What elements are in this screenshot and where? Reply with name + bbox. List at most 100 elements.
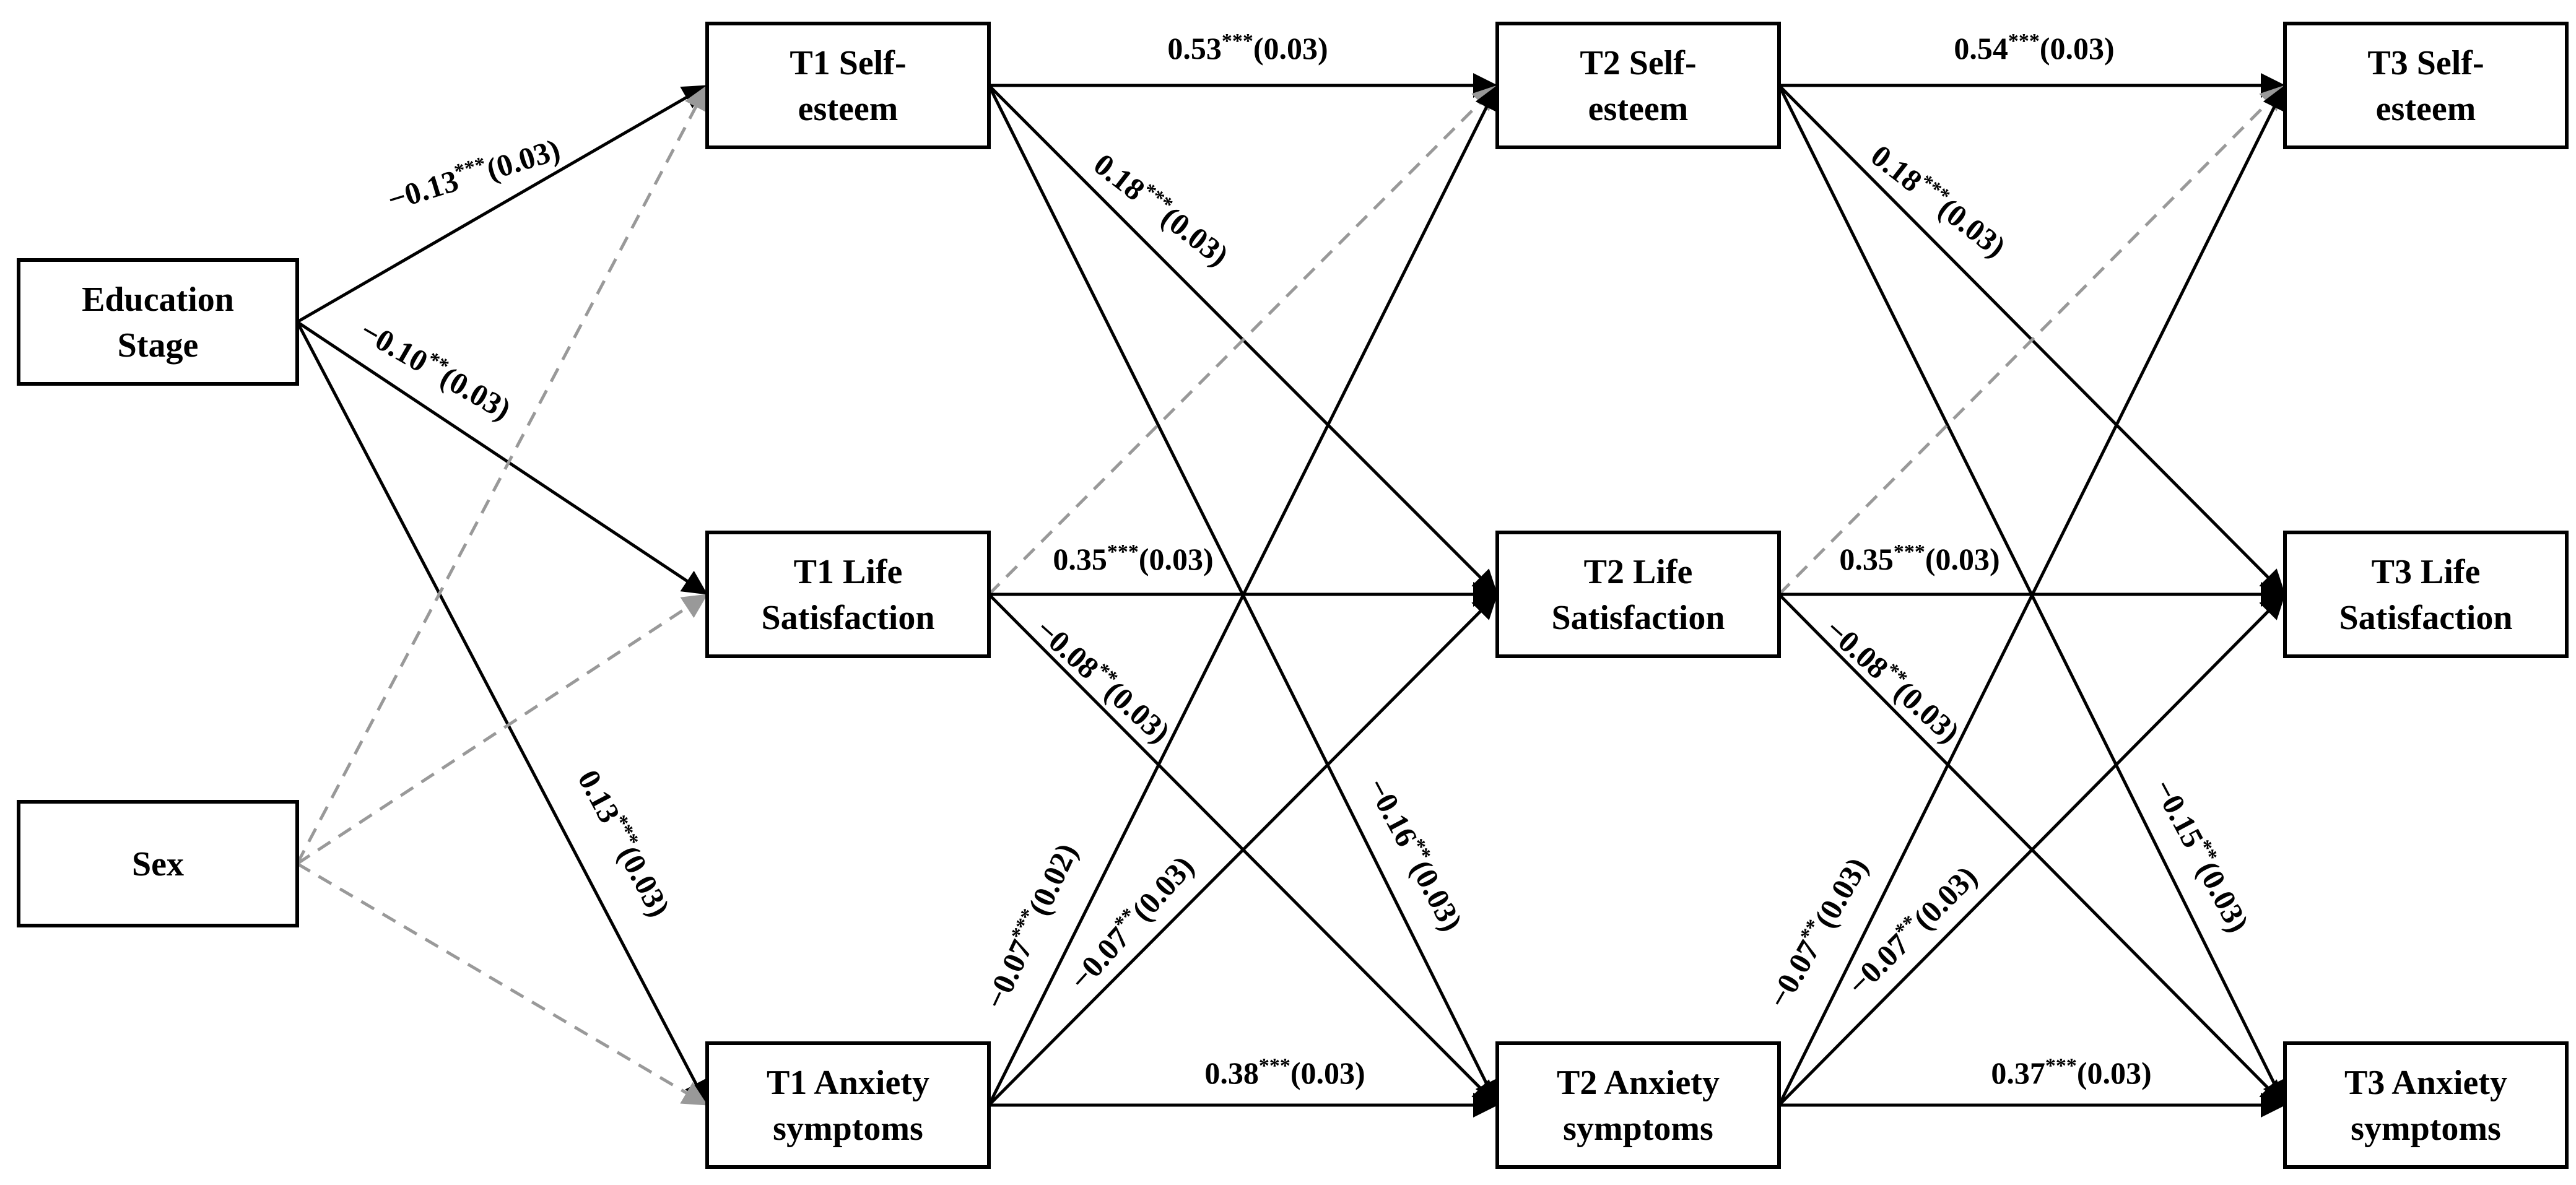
edge-sex-t1se [295, 85, 708, 865]
edge-significance: *** [2008, 30, 2040, 53]
edge-coef: 0.53 [1167, 31, 1222, 66]
edge-coef: −0.07 [977, 934, 1039, 1014]
edge-label-t1se-t2se: 0.53***(0.03) [1167, 30, 1328, 66]
node-box [17, 800, 299, 927]
node-label: T2 Self- [1580, 44, 1696, 82]
node-label: Sex [132, 845, 184, 883]
edge-label-t1se-t2ax: −0.16**(0.03) [1360, 771, 1471, 936]
edge-t1ax-t2ls [988, 594, 1498, 1106]
edge-coef: −0.13 [383, 163, 462, 217]
node-label: Satisfaction [2339, 599, 2513, 637]
edge-significance: *** [1259, 1054, 1290, 1077]
node-t2se: T2 Self-esteem [1495, 22, 1781, 149]
edge-t2ls-t3se [1778, 85, 2286, 596]
edge-t1ax-t2se [987, 85, 1498, 1106]
node-label: esteem [1588, 90, 1689, 128]
edge-label-edu-t1ls: −0.10**(0.03) [354, 312, 518, 427]
node-label: Satisfaction [762, 599, 935, 637]
edge-coef: −0.15 [2147, 773, 2211, 853]
edge-label-edu-t1ax: 0.13***(0.03) [571, 763, 678, 922]
node-t2ax: T2 Anxiety symptoms [1495, 1041, 1781, 1169]
edge-se: (0.03) [2077, 1056, 2152, 1090]
node-label: Education [82, 280, 234, 319]
node-box [1495, 22, 1781, 149]
edge-label-t2ls-t3ls: 0.35***(0.03) [1839, 540, 1999, 576]
edge-significance: *** [1107, 540, 1139, 563]
node-label: T1 Life [794, 553, 903, 591]
edge-layer [295, 73, 2286, 1118]
node-box [17, 258, 299, 386]
node-label: symptoms [1563, 1109, 1713, 1148]
node-box [705, 1041, 991, 1169]
edge-label-t2ax-t3ax: 0.37***(0.03) [1991, 1054, 2151, 1090]
edge-significance: *** [1222, 30, 1253, 53]
node-label: esteem [2376, 90, 2476, 128]
edge-se: (0.02) [1021, 838, 1084, 921]
node-label: Stage [118, 326, 199, 365]
edge-label-t1ax-t2se: −0.07***(0.02) [977, 838, 1084, 1014]
edge-label-t2ls-t3ax: −0.08**(0.03) [1819, 610, 1967, 749]
edge-t1ls-t2se [988, 85, 1498, 596]
node-t3ax: T3 Anxiety symptoms [2283, 1041, 2569, 1169]
node-t1ax: T1 Anxiety symptoms [705, 1041, 991, 1169]
edge-label-t1se-t2ls: 0.18***(0.03) [1087, 145, 1236, 272]
edge-sex-t1ax [296, 862, 708, 1106]
node-label: T3 Anxiety [2344, 1064, 2507, 1102]
node-label: T1 Anxiety [767, 1064, 929, 1102]
edge-label-t1ls-t2ls: 0.35***(0.03) [1053, 540, 1213, 576]
edge-label-t2se-t3ax: −0.15**(0.03) [2147, 773, 2257, 937]
node-t1se: T1 Self-esteem [705, 22, 991, 149]
edge-coef: 0.38 [1204, 1056, 1259, 1090]
node-label: T3 Life [2372, 553, 2481, 591]
edge-se: (0.03) [2040, 31, 2115, 66]
node-box [2283, 22, 2569, 149]
edge-sex-t1ls [296, 594, 708, 866]
edge-coef: 0.35 [1839, 542, 1894, 576]
node-box [705, 22, 991, 149]
edge-se: (0.03) [435, 359, 517, 427]
edge-label-t1ax-t2ls: −0.07**(0.03) [1061, 848, 1200, 997]
edge-se: (0.03) [1925, 542, 2000, 576]
edge-label-t1ls-t2ax: −0.08**(0.03) [1029, 610, 1178, 749]
edge-edu-t1ax [295, 321, 708, 1106]
edge-se: (0.03) [2190, 856, 2256, 938]
edge-se: (0.03) [1139, 542, 1214, 576]
node-label: symptoms [2351, 1109, 2501, 1148]
edge-edu-t1ls [296, 320, 708, 595]
node-box [1495, 1041, 1781, 1169]
edge-coef: 0.37 [1991, 1056, 2045, 1090]
edge-t2ax-t3ls [1778, 594, 2286, 1106]
edge-edu-t1se [296, 85, 708, 324]
node-label: T3 Self- [2367, 44, 2484, 82]
edge-coef: −0.16 [1360, 772, 1425, 852]
node-label: T2 Anxiety [1557, 1064, 1720, 1102]
node-box [705, 531, 991, 658]
edge-se: (0.03) [611, 840, 677, 922]
edge-label-t2se-t3se: 0.54***(0.03) [1954, 30, 2114, 66]
edge-se: (0.03) [1807, 851, 1874, 934]
edge-label-t1ax-t2ax: 0.38***(0.03) [1204, 1054, 1365, 1090]
edge-t2ax-t3se [1777, 85, 2286, 1106]
edge-significance: *** [2045, 1054, 2077, 1077]
edge-coef: 0.35 [1053, 542, 1107, 576]
node-t3se: T3 Self-esteem [2283, 22, 2569, 149]
edge-significance: *** [1894, 540, 1925, 563]
edge-se: (0.03) [1290, 1056, 1365, 1090]
edge-se: (0.03) [1253, 31, 1328, 66]
edge-se: (0.03) [482, 132, 564, 187]
label-layer: −0.13***(0.03)−0.10**(0.03)0.13***(0.03)… [354, 30, 2257, 1090]
node-box [2283, 1041, 2569, 1169]
node-box [1495, 531, 1781, 658]
edge-label-edu-t1se: −0.13***(0.03) [383, 131, 564, 217]
node-label: T1 Self- [790, 44, 906, 82]
node-label: T2 Life [1584, 553, 1693, 591]
node-label: symptoms [773, 1109, 923, 1148]
edge-se: (0.03) [1404, 854, 1469, 937]
edge-coef: −0.07 [1760, 934, 1826, 1014]
